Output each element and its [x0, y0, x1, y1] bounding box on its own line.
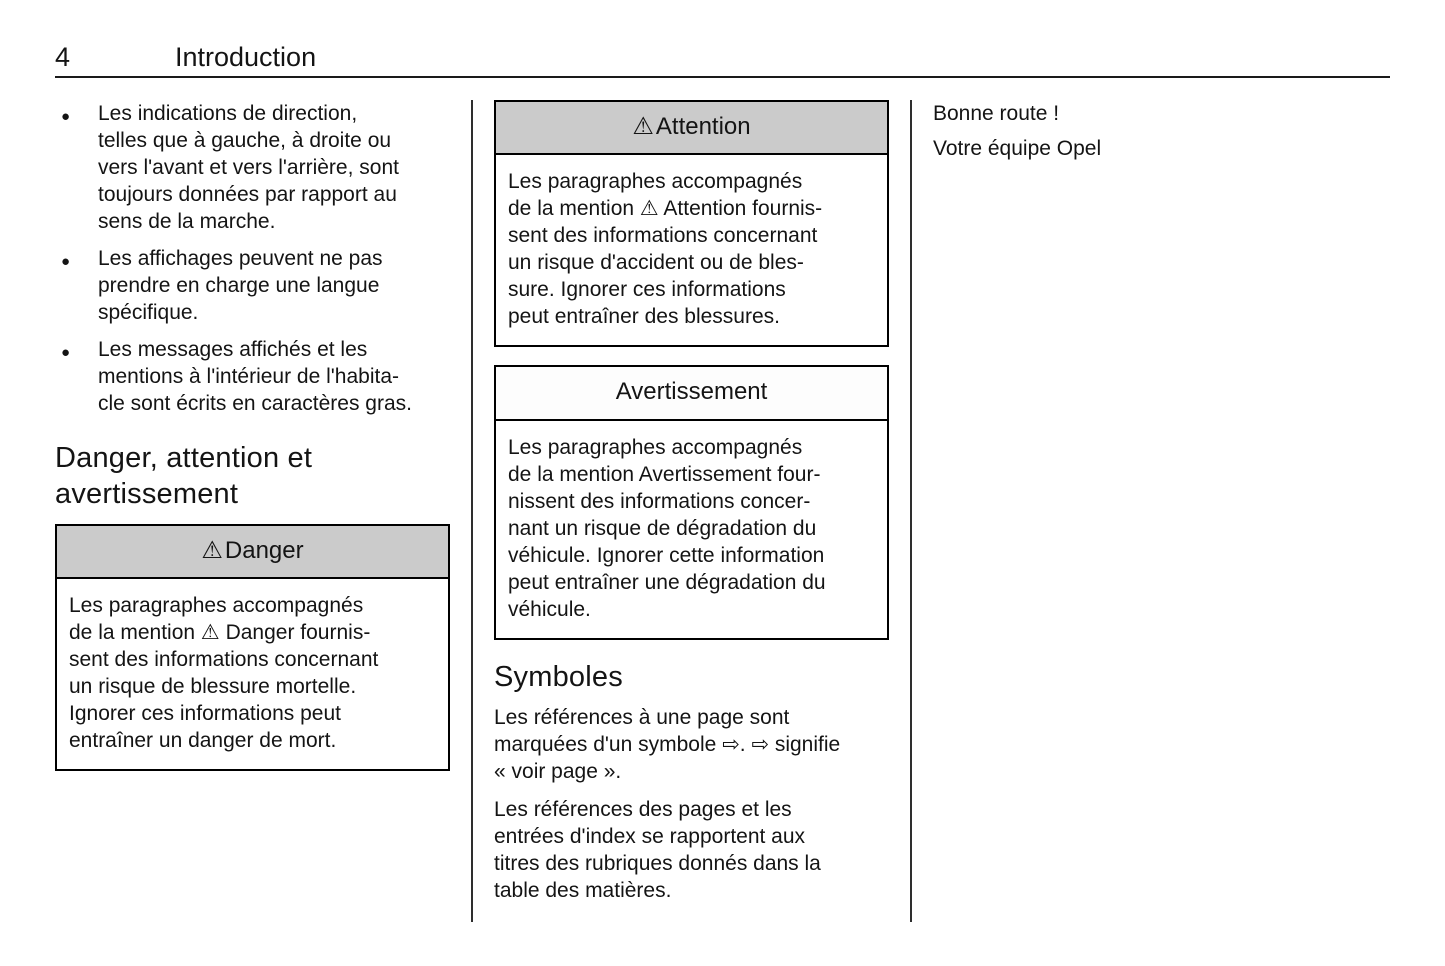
page-header: 4 Introduction — [55, 42, 1390, 73]
danger-box-title: Danger — [224, 537, 304, 564]
danger-box: ⚠︎Danger Les paragraphes accompagnés de … — [55, 524, 450, 772]
avertissement-box-header: Avertissement — [496, 367, 887, 421]
bullet-item-displays: Les affichages peuvent ne pas prendre en… — [55, 245, 450, 326]
avertissement-box: Avertissement Les paragraphes accompagné… — [494, 365, 889, 640]
avertissement-box-body: Les paragraphes accompagnés de la mentio… — [508, 435, 826, 621]
avertissement-box-title: Avertissement — [615, 378, 768, 406]
column-middle: ⚠︎Attention Les paragraphes accompagnés … — [494, 100, 889, 915]
symbols-paragraph-index: Les références des pages et les entrées … — [494, 797, 821, 902]
page-number: 4 — [55, 42, 71, 72]
warning-triangle-icon: ⚠︎ — [201, 537, 223, 564]
closing-line-bonne-route: Bonne route ! — [933, 102, 1060, 125]
warning-triangle-icon: ⚠︎ — [632, 113, 654, 140]
content-columns: Les indications de direction, telles que… — [55, 100, 1353, 922]
attention-box-header: ⚠︎Attention — [496, 102, 887, 156]
column-divider-right — [910, 100, 912, 922]
bullet-item-directions: Les indications de direction, telles que… — [55, 100, 450, 235]
chapter-title: Introduction — [175, 42, 317, 72]
attention-box-title: Attention — [655, 113, 751, 140]
bullet-item-messages: Les messages affichés et les mentions à … — [55, 336, 450, 417]
symbols-heading: Symboles — [494, 660, 623, 693]
symbols-paragraph-page-references: Les références à une page sont marquées … — [494, 705, 841, 783]
header-rule — [55, 76, 1390, 78]
danger-box-body: Les paragraphes accompagnés de la mentio… — [69, 594, 379, 753]
closing-line-equipe-opel: Votre équipe Opel — [933, 137, 1102, 160]
bullet-list: Les indications de direction, telles que… — [55, 100, 450, 417]
attention-box-body: Les paragraphes accompagnés de la mentio… — [508, 170, 823, 329]
column-right: Bonne route ! Votre équipe Opel — [933, 100, 1353, 170]
section-heading-danger-attention: Danger, attention et avertissement — [55, 442, 313, 510]
attention-box: ⚠︎Attention Les paragraphes accompagnés … — [494, 100, 889, 348]
column-divider-left — [471, 100, 473, 922]
column-left: Les indications de direction, telles que… — [55, 100, 450, 789]
danger-box-header: ⚠︎Danger — [57, 526, 448, 580]
